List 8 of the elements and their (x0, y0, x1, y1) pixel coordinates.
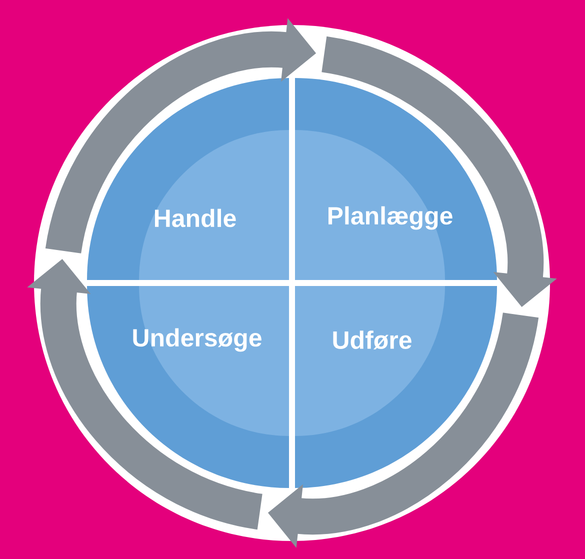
node-label: Udføre (333, 330, 412, 350)
quadrant: Undersøge (34, 283, 292, 541)
quadrant: Udføre (292, 283, 550, 541)
quadrant: Handle (34, 25, 292, 283)
node-label: Handle (155, 208, 236, 228)
node-label: Undersøge (133, 328, 262, 352)
quadrant: Planlægge (292, 25, 550, 283)
node-label: Planlægge (328, 206, 452, 230)
